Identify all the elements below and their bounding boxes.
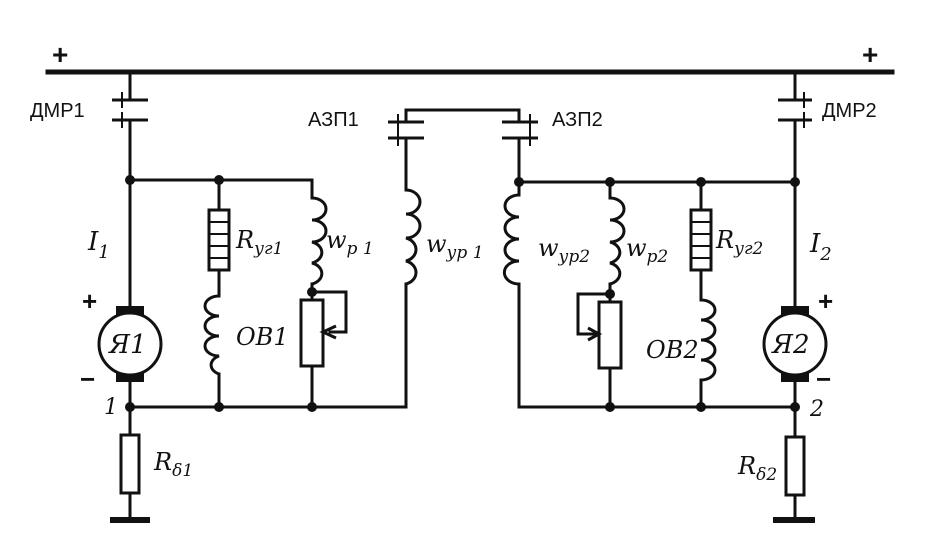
rur1-resistor: [207, 208, 231, 272]
minus2-sign: −: [816, 364, 831, 394]
bus-plus-left: +: [52, 39, 68, 70]
ob1-label: ОВ1: [236, 323, 289, 351]
wr1-rheostat-loop: [310, 290, 348, 334]
rd2-resistor: [784, 435, 806, 497]
armature1-label: Я1: [108, 330, 147, 360]
armature2-label: Я2: [771, 330, 810, 360]
ob1-coil: [203, 294, 220, 376]
dmr1-label: ДМР1: [30, 100, 85, 122]
junction-dot: [696, 402, 706, 412]
junction-dot: [605, 177, 615, 187]
bus-plus-right: +: [862, 39, 878, 70]
junction-dot: [605, 402, 615, 412]
azp-link-wire: [404, 108, 521, 122]
junction-dot: [214, 175, 224, 185]
junction-dot: [125, 175, 135, 185]
junction-dot: [790, 177, 800, 187]
ob2-coil: [700, 298, 717, 382]
wr1-rheostat-arrow: [319, 324, 337, 340]
rd2-label: Rδ2: [737, 452, 777, 485]
wr1-label: wр 1: [326, 226, 374, 259]
junction-dot: [605, 289, 615, 299]
rur2-resistor: [689, 208, 713, 272]
wr2-rheostat-arrow: [587, 326, 603, 342]
rur2-label: Rуг2: [715, 226, 763, 259]
junction-dot: [214, 402, 224, 412]
azp1-contact: [388, 114, 424, 146]
junction-dot: [125, 402, 135, 412]
wr1-rheostat: [299, 298, 325, 368]
wr2-rheostat-loop: [576, 292, 612, 336]
azp2-contact: [502, 114, 538, 146]
current1-label: I1: [87, 227, 110, 263]
dmr2-label: ДМР2: [822, 100, 877, 122]
dmr1-contact: [112, 92, 148, 128]
wr2-label: wр2: [626, 234, 668, 267]
junction-dot: [696, 177, 706, 187]
junction-dot: [307, 402, 317, 412]
rur1-label: Rуг1: [235, 226, 283, 259]
wur1-coil: [405, 188, 422, 286]
wur2-coil: [502, 193, 520, 286]
dmr2-contact: [778, 92, 812, 128]
ob2-label: ОВ2: [646, 336, 699, 364]
wur1-label: wур 1: [426, 230, 484, 263]
junction-dot: [790, 402, 800, 412]
plus1-sign: +: [82, 286, 97, 316]
armature2-motor: [762, 306, 828, 382]
wr1-coil: [311, 196, 328, 286]
wur2-label: wур2: [538, 234, 590, 267]
rd1-label: Rδ1: [153, 448, 193, 481]
node2-label: 2: [809, 397, 824, 422]
current2-label: I2: [809, 229, 832, 265]
plus2-sign: +: [818, 286, 833, 316]
node1-label: 1: [104, 395, 118, 420]
junction-dot: [514, 177, 524, 187]
azp2-label: АЗП2: [552, 109, 603, 131]
minus1-sign: −: [80, 364, 95, 394]
wr2-rheostat: [597, 300, 623, 370]
azp1-label: АЗП1: [308, 109, 359, 131]
junction-dot: [307, 287, 317, 297]
wr2-coil: [609, 196, 626, 286]
armature1-motor: [97, 306, 163, 382]
rd1-resistor: [119, 433, 141, 495]
